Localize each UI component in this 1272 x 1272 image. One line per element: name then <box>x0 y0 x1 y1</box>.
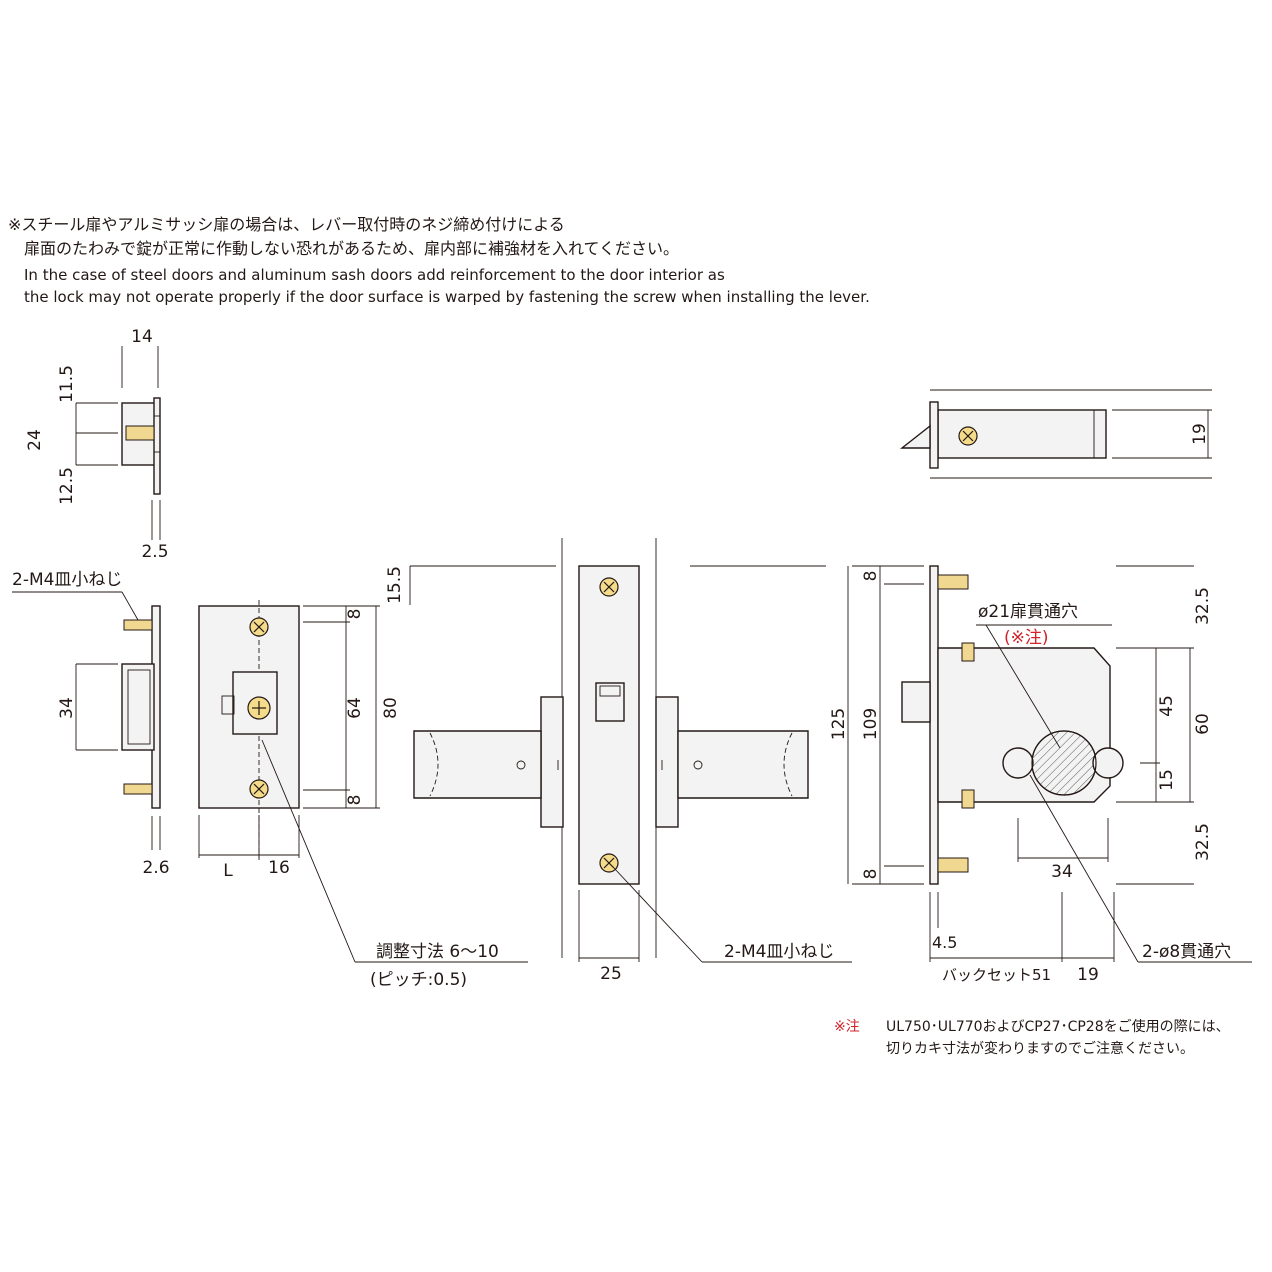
dim-center-25: 25 <box>600 964 622 984</box>
dim-strike-box-height: 34 <box>57 697 77 719</box>
pitch-label: (ピッチ:0.5) <box>370 970 467 990</box>
note-jp-line2: 扉面のたわみで錠が正常に作動しない恐れがあるため、扉内部に補強材を入れてください… <box>24 239 680 258</box>
dim-right-34: 34 <box>1051 862 1073 882</box>
dim-right-8-top: 8 <box>861 571 881 582</box>
strike-side-view <box>12 591 161 850</box>
dim-strike-side-thick: 2.6 <box>142 858 169 878</box>
note-jp-line1: ※スチール扉やアルミサッシ扉の場合は、レバー取付時のネジ締め付けによる <box>8 215 565 234</box>
dim-strike-top-lower: 12.5 <box>57 467 77 505</box>
dim-right-125: 125 <box>829 708 849 740</box>
screw-label-left: 2-M4皿小ねじ <box>12 570 122 590</box>
dim-right-32-5-top: 32.5 <box>1193 587 1213 625</box>
dim-front-64: 64 <box>345 697 365 719</box>
strike-top-view <box>75 346 161 540</box>
dim-strike-top-thick: 2.5 <box>141 542 168 562</box>
dim-right-8-bottom: 8 <box>861 869 881 880</box>
dim-right-19-top: 19 <box>1190 423 1210 445</box>
dim-right-60: 60 <box>1193 713 1213 735</box>
hole-21-label: ø21扉貫通穴 <box>978 602 1078 622</box>
dim-right-109: 109 <box>861 708 881 740</box>
dim-right-32-5-bottom: 32.5 <box>1193 823 1213 861</box>
dim-front-80: 80 <box>381 697 401 719</box>
dim-right-19-bottom: 19 <box>1077 965 1099 985</box>
hole-21-note: (※注) <box>1004 628 1049 648</box>
dim-strike-top-upper: 11.5 <box>57 365 77 403</box>
dim-front-8-bottom: 8 <box>345 795 365 806</box>
dim-center-15-5: 15.5 <box>385 566 405 604</box>
dim-right-4-5: 4.5 <box>932 933 957 952</box>
dim-right-15: 15 <box>1157 769 1177 791</box>
latch-top-view <box>899 389 1212 479</box>
footnote-line2: 切りカキ寸法が変わりますのでご注意ください。 <box>886 1041 1194 1057</box>
lock-case-view <box>847 565 1252 963</box>
dim-backset: バックセット51 <box>942 966 1051 984</box>
note-en-line2: the lock may not operate properly if the… <box>24 288 870 306</box>
adjust-label: 調整寸法 6〜10 <box>376 942 499 962</box>
strike-front-view <box>198 600 528 963</box>
note-en-line1: In the case of steel doors and aluminum … <box>24 266 725 284</box>
center-lever-view <box>409 538 852 963</box>
hole-8-label: 2-ø8貫通穴 <box>1142 942 1231 962</box>
dim-strike-top-width: 14 <box>131 327 153 347</box>
footnote-mark: ※注 <box>834 1019 860 1035</box>
dim-front-16: 16 <box>268 858 290 878</box>
dim-right-45: 45 <box>1157 695 1177 717</box>
dim-strike-top-height: 24 <box>25 429 45 451</box>
dim-front-8-top: 8 <box>345 609 365 620</box>
screw-label-center: 2-M4皿小ねじ <box>724 942 834 962</box>
dim-front-L: L <box>223 861 233 881</box>
footnote-line1: UL750･UL770およびCP27･CP28をご使用の際には、 <box>886 1019 1230 1035</box>
